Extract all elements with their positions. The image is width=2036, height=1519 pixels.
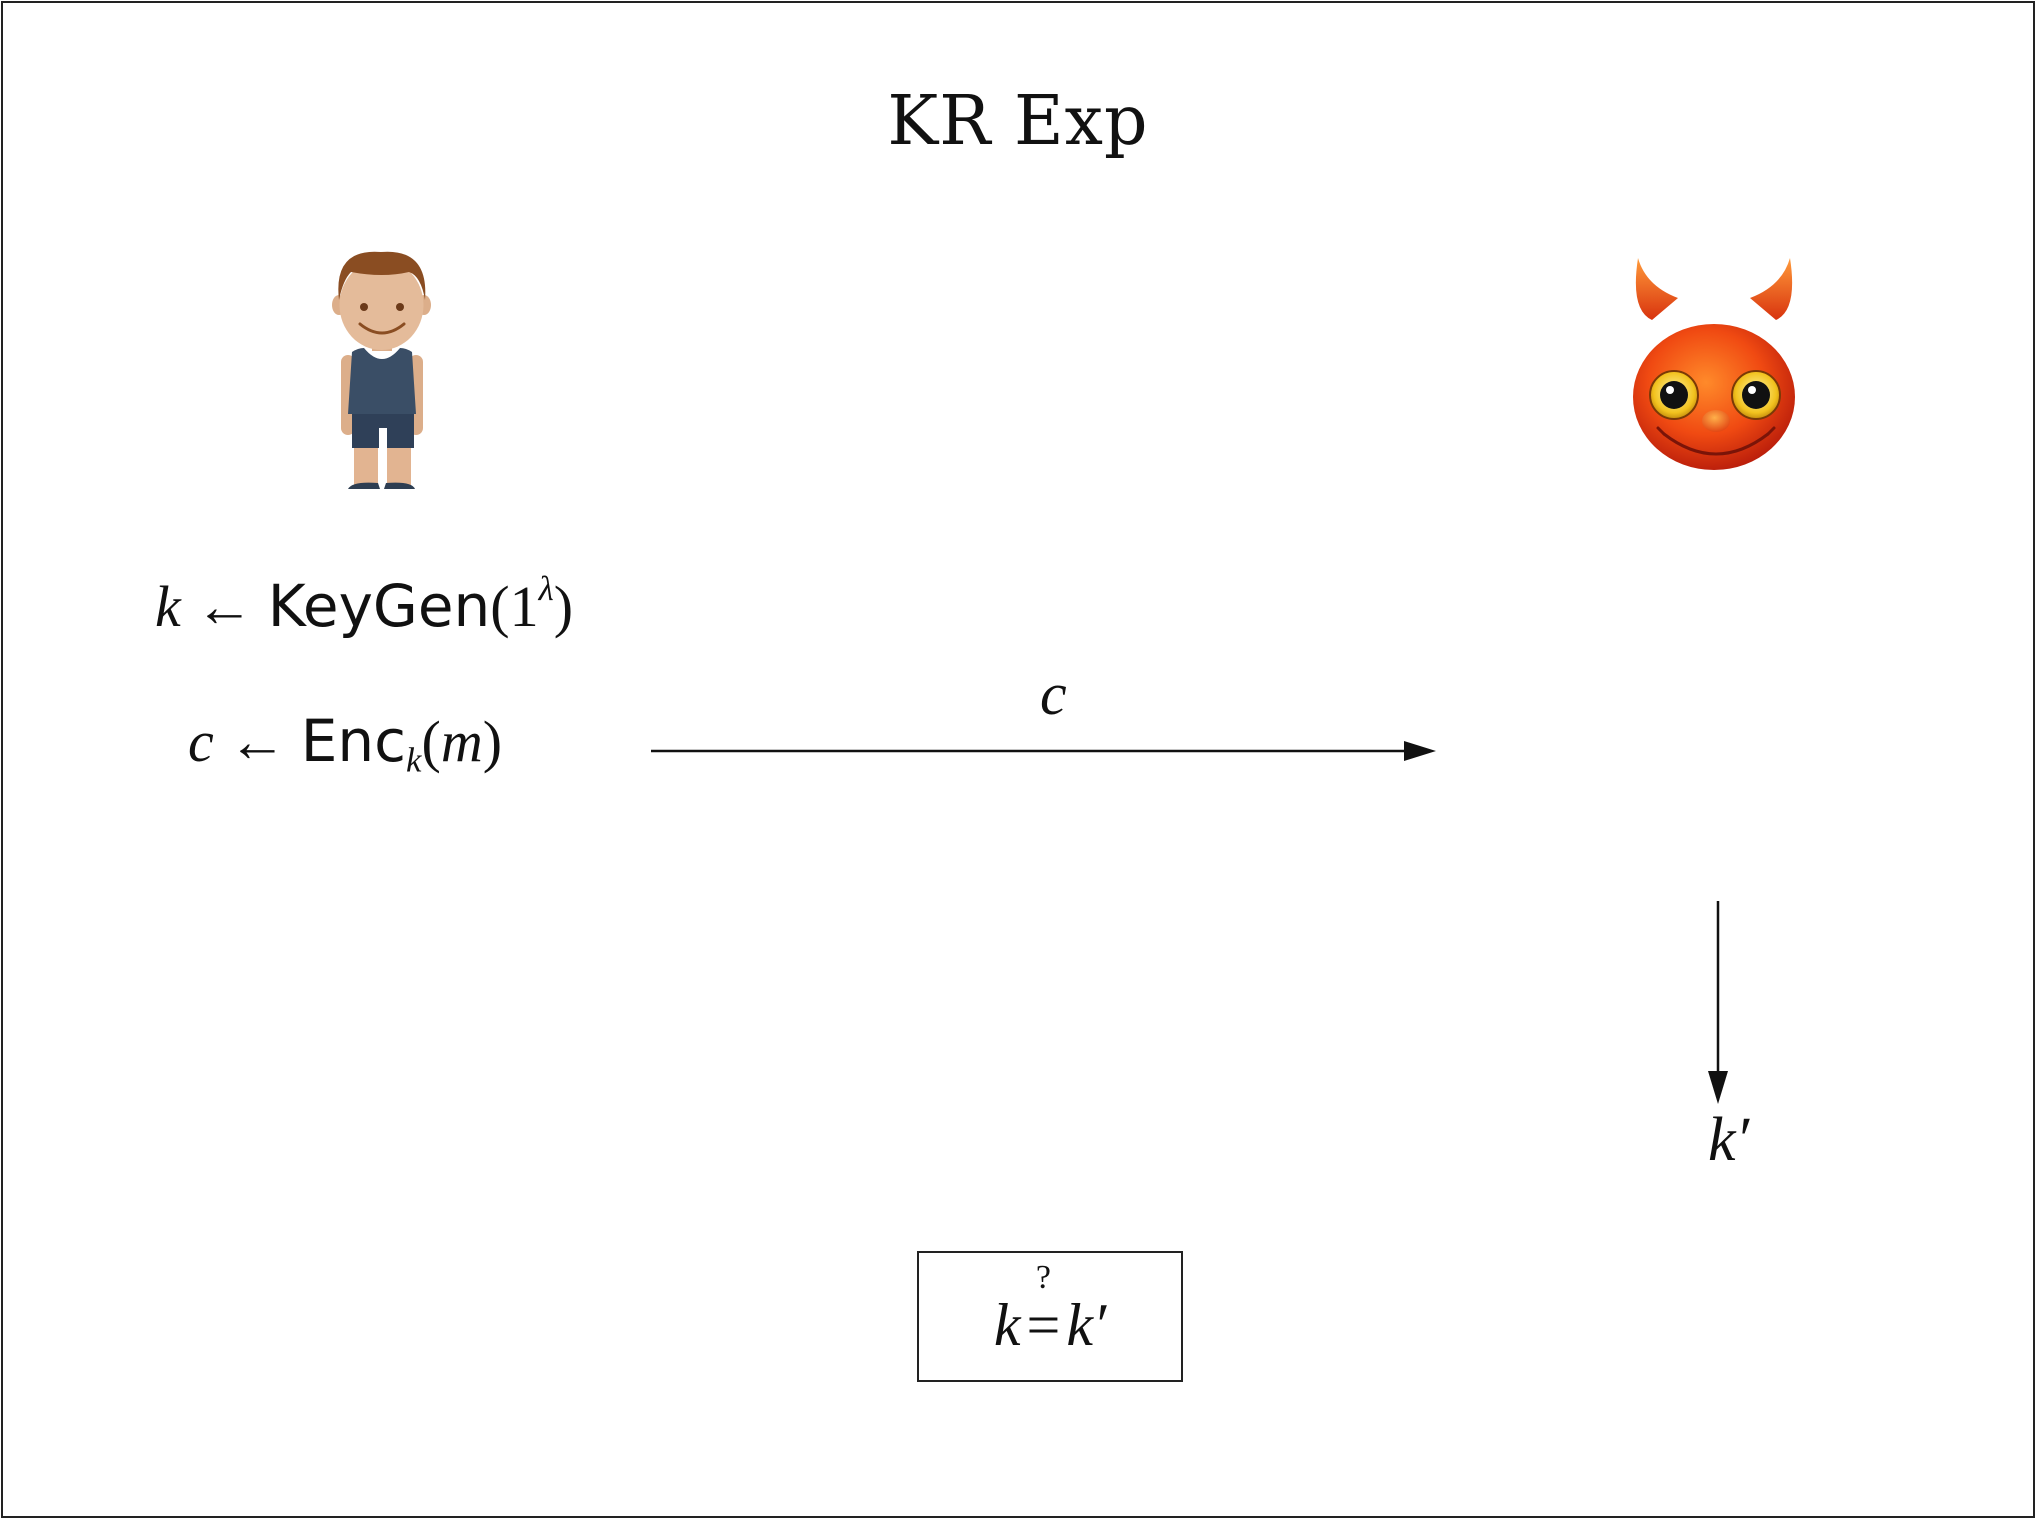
check-left: k [993, 1292, 1021, 1358]
encrypt-step: c ← Enck(m) [188, 707, 503, 777]
enc-close: ) [482, 709, 503, 774]
keygen-open: (1 [490, 574, 539, 639]
adversary-output: k′ [1708, 1106, 1750, 1174]
enc-func: Enc [300, 707, 407, 775]
keygen-close: ) [553, 574, 574, 639]
message-label: c [1040, 661, 1067, 727]
devil-face-icon [1633, 258, 1795, 470]
question-mark: ? [1035, 1259, 1051, 1296]
equals-sign: = [1026, 1292, 1061, 1358]
output-arrow [1708, 901, 1728, 1104]
security-parameter: λ [538, 568, 554, 608]
keygen-step: k ← KeyGen(1λ) [155, 568, 574, 640]
keygen-func: KeyGen [267, 572, 491, 640]
result-check: k?=k′ [919, 1259, 1181, 1360]
key-var: k [155, 574, 181, 639]
result-check-box: k?=k′ [917, 1251, 1183, 1382]
question-equals: ?= [1026, 1259, 1061, 1360]
person-icon [332, 251, 431, 489]
enc-open: ( [421, 709, 441, 774]
ciphertext-var: c [188, 709, 214, 774]
enc-key-subscript: k [406, 740, 422, 780]
message-var: m [440, 709, 483, 774]
assign-arrow: ← [195, 574, 254, 639]
assign-arrow: ← [228, 709, 287, 774]
message-arrow [651, 741, 1436, 761]
check-right: k′ [1066, 1292, 1107, 1358]
experiment-title: KR Exp [887, 82, 1149, 161]
